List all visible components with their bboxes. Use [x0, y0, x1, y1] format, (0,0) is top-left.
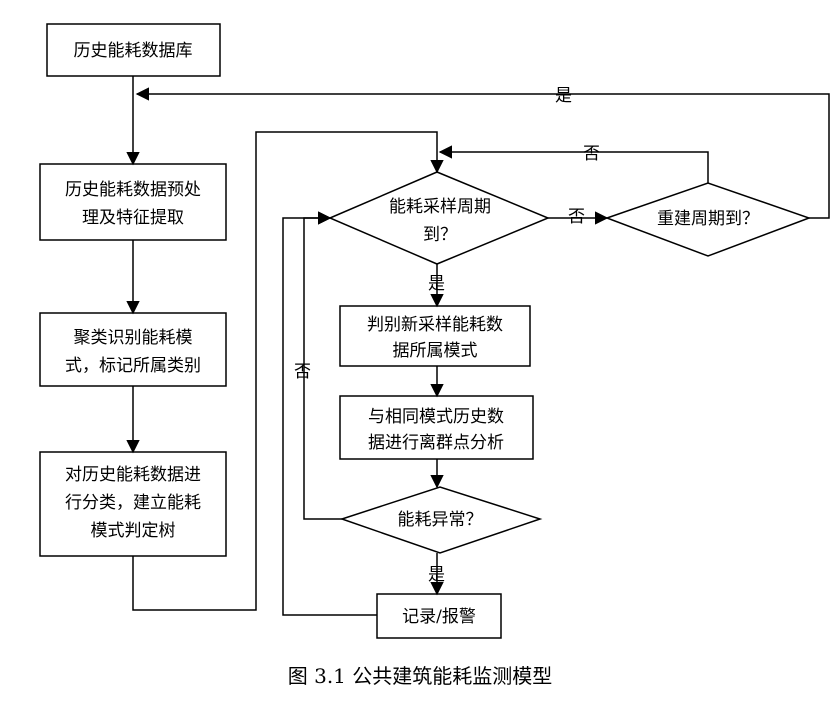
node-preprocess-line-2: 理及特征提取 [82, 208, 184, 228]
edge-classify-to-sampling [132, 131, 444, 611]
node-judge-mode: 判别新采样能耗数 据所属模式 [339, 305, 531, 367]
edge-label-anomaly-yes: 是 [428, 565, 445, 585]
node-preprocess-line-1: 历史能耗数据预处 [65, 180, 201, 200]
edge-label-anomaly-no: 否 [294, 362, 311, 382]
node-rebuild-check-line-1: 重建周期到？ [657, 209, 759, 229]
node-outlier-analysis-line-1: 与相同模式历史数 [368, 407, 504, 427]
edge-label-sampling-yes: 是 [428, 274, 445, 294]
edge-rebuild-yes-to-history [135, 87, 830, 219]
node-anomaly-check-line-1: 能耗异常？ [398, 510, 483, 530]
node-classify: 对历史能耗数据进 行分类，建立能耗 模式判定树 [39, 451, 227, 557]
node-record-alarm-line-1: 记录/报警 [402, 607, 476, 627]
node-preprocess: 历史能耗数据预处 理及特征提取 [39, 163, 227, 241]
node-outlier-analysis: 与相同模式历史数 据进行离群点分析 [339, 395, 534, 460]
node-classify-line-2: 行分类，建立能耗 [65, 493, 201, 513]
node-sampling-check-line-2: 到？ [423, 225, 457, 245]
edge-label-rebuild-yes: 是 [555, 86, 572, 106]
node-judge-mode-line-1: 判别新采样能耗数 [367, 315, 503, 335]
edge-record-to-sampling [282, 211, 377, 616]
node-clustering-line-1: 聚类识别能耗模 [74, 328, 193, 348]
node-anomaly-check: 能耗异常？ [339, 486, 543, 554]
figure-caption: 图 3.1 公共建筑能耗监测模型 [287, 664, 553, 688]
node-sampling-check: 能耗采样周期 到？ [328, 171, 550, 265]
node-rebuild-check: 重建周期到？ [604, 182, 812, 257]
node-clustering: 聚类识别能耗模 式，标记所属类别 [39, 312, 227, 387]
node-clustering-line-2: 式，标记所属类别 [65, 356, 201, 376]
node-judge-mode-line-2: 据所属模式 [393, 341, 478, 361]
node-classify-line-3: 模式判定树 [91, 521, 176, 541]
edge-rebuild-no-to-sampling [438, 145, 709, 183]
node-history-db: 历史能耗数据库 [46, 23, 221, 77]
node-record-alarm: 记录/报警 [376, 593, 502, 639]
edge-label-rebuild-no: 否 [583, 144, 600, 164]
node-outlier-analysis-line-2: 据进行离群点分析 [368, 433, 504, 453]
node-classify-line-1: 对历史能耗数据进 [65, 465, 201, 485]
edge-label-sampling-no: 否 [568, 207, 585, 227]
node-sampling-check-line-1: 能耗采样周期 [389, 197, 491, 217]
node-history-db-line-1: 历史能耗数据库 [74, 41, 193, 61]
